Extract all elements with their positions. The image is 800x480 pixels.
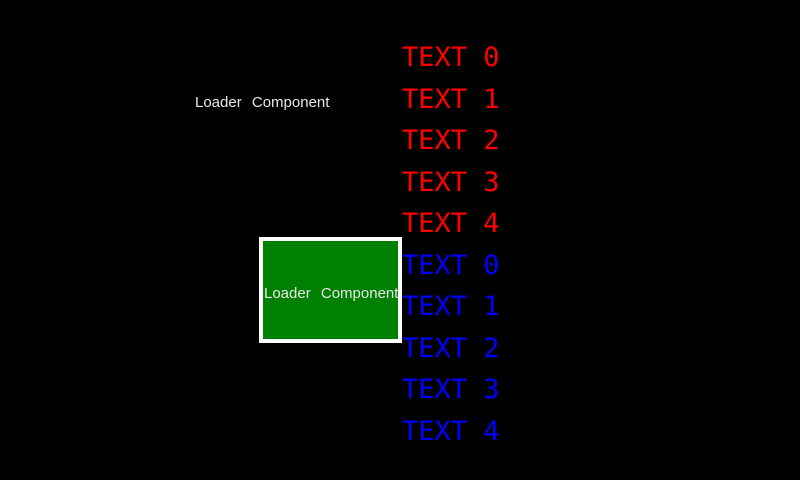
list-item[interactable]: TEXT 2 [402, 125, 500, 156]
list-item[interactable]: TEXT 3 [402, 374, 500, 405]
list-item[interactable]: TEXT 2 [402, 332, 500, 364]
text-list-column: TEXT 0 TEXT 1 TEXT 2 TEXT 3 TEXT 4 TEXT … [402, 37, 500, 452]
loader-component-box[interactable]: Loader Component [259, 237, 402, 343]
loader-component-label: Loader Component [195, 94, 330, 111]
list-item[interactable]: TEXT 4 [402, 415, 500, 447]
list-item[interactable]: TEXT 0 [402, 42, 500, 73]
list-item[interactable]: TEXT 1 [402, 83, 500, 115]
list-item[interactable]: TEXT 1 [402, 291, 500, 322]
list-item[interactable]: TEXT 3 [402, 166, 500, 198]
list-item[interactable]: TEXT 0 [402, 249, 500, 281]
blue-text-list: TEXT 0 TEXT 1 TEXT 2 TEXT 3 TEXT 4 [402, 245, 500, 453]
red-text-list: TEXT 0 TEXT 1 TEXT 2 TEXT 3 TEXT 4 [402, 37, 500, 245]
loader-component-box-label: Loader Component [264, 285, 399, 302]
list-item[interactable]: TEXT 4 [402, 208, 500, 239]
